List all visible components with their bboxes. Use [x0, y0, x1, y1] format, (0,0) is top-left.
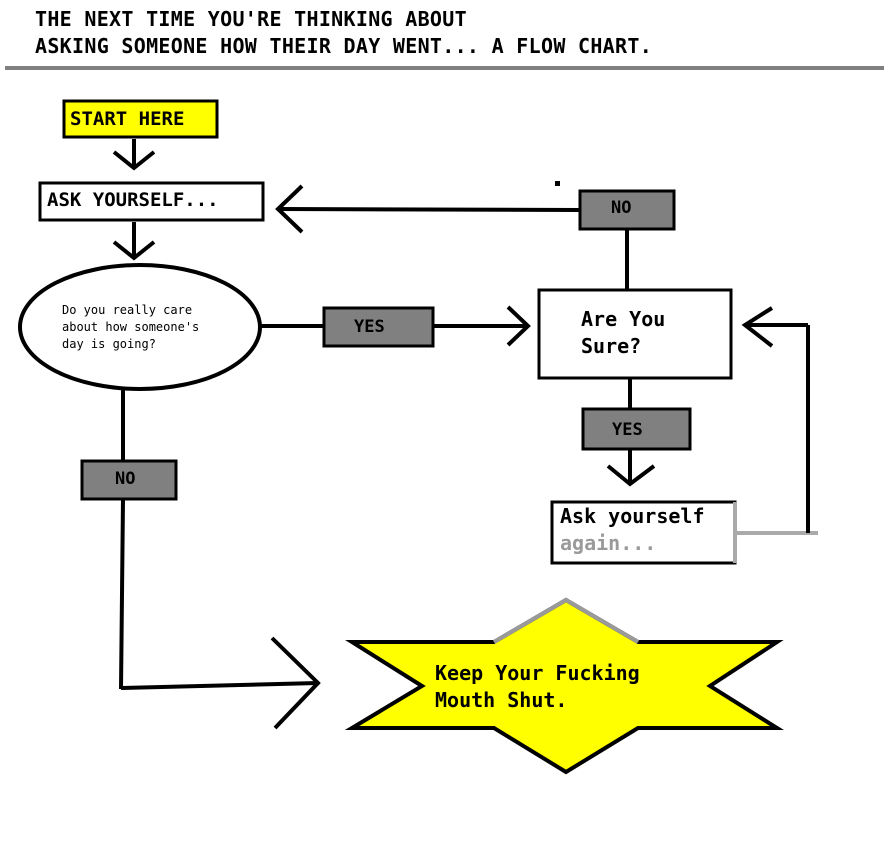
yes-left-label-box — [322, 306, 435, 348]
yes-right-label: YES — [612, 420, 643, 440]
yes-left-label: YES — [354, 317, 385, 337]
no-right-label-box — [578, 189, 676, 231]
arrow-again-to-sure — [735, 306, 818, 535]
result-line-2: Mouth Shut. — [435, 688, 568, 712]
question-line-1: Do you really care — [62, 303, 193, 317]
arrow-yes-to-sure — [260, 305, 531, 347]
arrow-yes-to-again — [606, 378, 656, 487]
no-left-label: NO — [115, 469, 136, 489]
start-label: START HERE — [70, 108, 185, 130]
are-you-sure-box — [537, 288, 733, 380]
sure-line-1: Are You — [581, 307, 666, 331]
page-title: THE NEXT TIME YOU'RE THINKING ABOUT ASKIN… — [35, 6, 652, 60]
result-star-faded-top — [492, 597, 640, 644]
yes-right-label-box — [581, 407, 692, 451]
result-star — [344, 597, 784, 775]
start-box — [62, 99, 219, 139]
ask-yourself-label: ASK YOURSELF... — [47, 189, 219, 211]
again-line-1: Ask yourself — [560, 504, 705, 528]
result-line-1: Keep Your Fucking — [435, 661, 640, 685]
sure-line-2: Sure? — [581, 334, 642, 358]
title-line-2: ASKING SOMEONE HOW THEIR DAY WENT... A F… — [35, 34, 653, 58]
arrow-start-to-ask — [112, 139, 156, 171]
no-right-label: NO — [611, 198, 632, 218]
ask-again-text: Ask yourself again... — [560, 503, 705, 557]
arrow-no-to-result — [119, 389, 321, 730]
arrow-ask-to-question — [112, 222, 156, 261]
again-line-2: again... — [560, 531, 657, 555]
arrow-no-to-ask — [275, 184, 629, 290]
question-text: Do you really care about how someone's day… — [62, 302, 199, 353]
stray-dot — [555, 181, 560, 186]
question-line-3: day is going? — [62, 337, 156, 351]
title-line-1: THE NEXT TIME YOU'RE THINKING ABOUT — [35, 7, 467, 31]
ask-again-box — [550, 500, 737, 565]
question-line-2: about how someone's — [62, 320, 200, 334]
ask-yourself-box — [38, 181, 265, 222]
no-left-label-box — [80, 459, 178, 501]
